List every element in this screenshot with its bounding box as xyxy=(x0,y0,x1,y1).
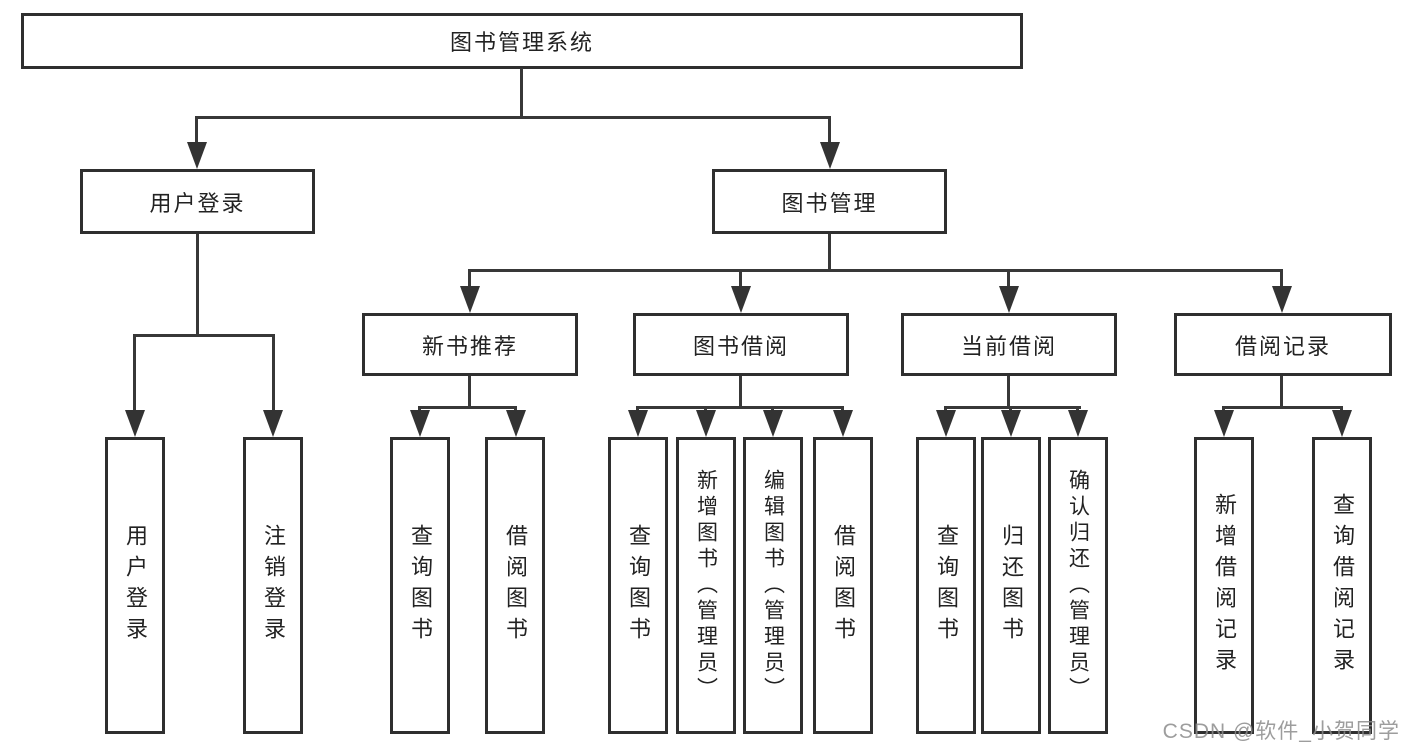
node-label: 用户登录 xyxy=(149,190,246,216)
connector-stem xyxy=(133,334,136,414)
connector-stem xyxy=(739,269,742,289)
leaf-label: 新增借阅记录 xyxy=(1212,492,1237,679)
leaf-label: 归还图书 xyxy=(999,523,1024,648)
node-label: 借阅记录 xyxy=(1234,333,1331,359)
leaf-query-books-recommend: 查询图书 xyxy=(390,437,450,734)
arrow-down-icon xyxy=(1214,410,1234,437)
arrow-down-icon xyxy=(506,410,526,437)
leaf-query-books-current: 查询图书 xyxy=(916,437,976,734)
connector-level2-rail xyxy=(196,116,831,119)
arrow-down-icon xyxy=(763,410,783,437)
connector-stem xyxy=(1007,269,1010,289)
arrow-down-icon xyxy=(1001,410,1021,437)
connector-user-login-stem xyxy=(196,234,199,337)
leaf-label: 编辑图书（管理员） xyxy=(761,468,785,703)
leaf-label: 借阅图书 xyxy=(831,523,856,648)
leaf-label: 借阅图书 xyxy=(503,523,528,648)
connector-current-rail xyxy=(944,406,1081,409)
node-label: 图书管理系统 xyxy=(449,30,594,55)
connector-stem xyxy=(195,116,198,148)
leaf-edit-books-admin: 编辑图书（管理员） xyxy=(743,437,803,734)
node-user-login: 用户登录 xyxy=(80,169,315,234)
node-book-borrowing: 图书借阅 xyxy=(633,313,849,376)
arrow-down-icon xyxy=(820,142,840,169)
connector-level3-rail xyxy=(468,269,1283,272)
leaf-return-books: 归还图书 xyxy=(981,437,1041,734)
arrow-down-icon xyxy=(936,410,956,437)
node-new-book-recommendation: 新书推荐 xyxy=(362,313,578,376)
node-library-management-system: 图书管理系统 xyxy=(21,13,1023,69)
arrow-down-icon xyxy=(187,142,207,169)
node-borrowing-records: 借阅记录 xyxy=(1174,313,1392,376)
leaf-confirm-return-admin: 确认归还（管理员） xyxy=(1048,437,1108,734)
leaf-logout: 注销登录 xyxy=(243,437,303,734)
leaf-label: 查询图书 xyxy=(408,523,433,648)
arrow-down-icon xyxy=(263,410,283,437)
arrow-down-icon xyxy=(410,410,430,437)
arrow-down-icon xyxy=(628,410,648,437)
node-current-borrowing: 当前借阅 xyxy=(901,313,1117,376)
watermark-text: CSDN @软件_小贺同学 xyxy=(1162,720,1400,743)
leaf-query-borrow-record: 查询借阅记录 xyxy=(1312,437,1372,734)
leaf-label: 用户登录 xyxy=(123,523,148,648)
connector-book-management-stem xyxy=(828,234,831,271)
connector-borrowing-rail xyxy=(636,406,844,409)
arrow-down-icon xyxy=(696,410,716,437)
connector-user-login-rail xyxy=(133,334,275,337)
node-label: 图书管理 xyxy=(781,190,878,216)
connector-stem xyxy=(272,334,275,414)
arrow-down-icon xyxy=(125,410,145,437)
arrow-down-icon xyxy=(1272,286,1292,313)
connector-records-rail xyxy=(1222,406,1343,409)
node-label: 新书推荐 xyxy=(421,333,518,359)
leaf-borrow-books-recommend: 借阅图书 xyxy=(485,437,545,734)
arrow-down-icon xyxy=(833,410,853,437)
leaf-query-books-borrowing: 查询图书 xyxy=(608,437,668,734)
connector-recommend-stem xyxy=(468,376,471,409)
leaf-borrow-books-borrowing: 借阅图书 xyxy=(813,437,873,734)
leaf-label: 查询借阅记录 xyxy=(1330,492,1355,679)
connector-records-stem xyxy=(1280,376,1283,409)
node-label: 图书借阅 xyxy=(692,333,789,359)
arrow-down-icon xyxy=(1332,410,1352,437)
connector-borrowing-stem xyxy=(739,376,742,409)
arrow-down-icon xyxy=(1068,410,1088,437)
leaf-label: 确认归还（管理员） xyxy=(1066,468,1090,703)
connector-stem xyxy=(1280,269,1283,289)
leaf-user-login: 用户登录 xyxy=(105,437,165,734)
connector-current-stem xyxy=(1007,376,1010,409)
leaf-label: 查询图书 xyxy=(934,523,959,648)
node-book-management: 图书管理 xyxy=(712,169,947,234)
leaf-add-books-admin: 新增图书（管理员） xyxy=(676,437,736,734)
connector-root-stem xyxy=(520,68,523,118)
leaf-label: 注销登录 xyxy=(261,523,286,648)
connector-recommend-rail xyxy=(418,406,517,409)
leaf-label: 查询图书 xyxy=(626,523,651,648)
arrow-down-icon xyxy=(731,286,751,313)
connector-stem xyxy=(828,116,831,148)
arrow-down-icon xyxy=(460,286,480,313)
node-label: 当前借阅 xyxy=(960,333,1057,359)
leaf-add-borrow-record: 新增借阅记录 xyxy=(1194,437,1254,734)
arrow-down-icon xyxy=(999,286,1019,313)
leaf-label: 新增图书（管理员） xyxy=(694,468,718,703)
connector-stem xyxy=(468,269,471,289)
